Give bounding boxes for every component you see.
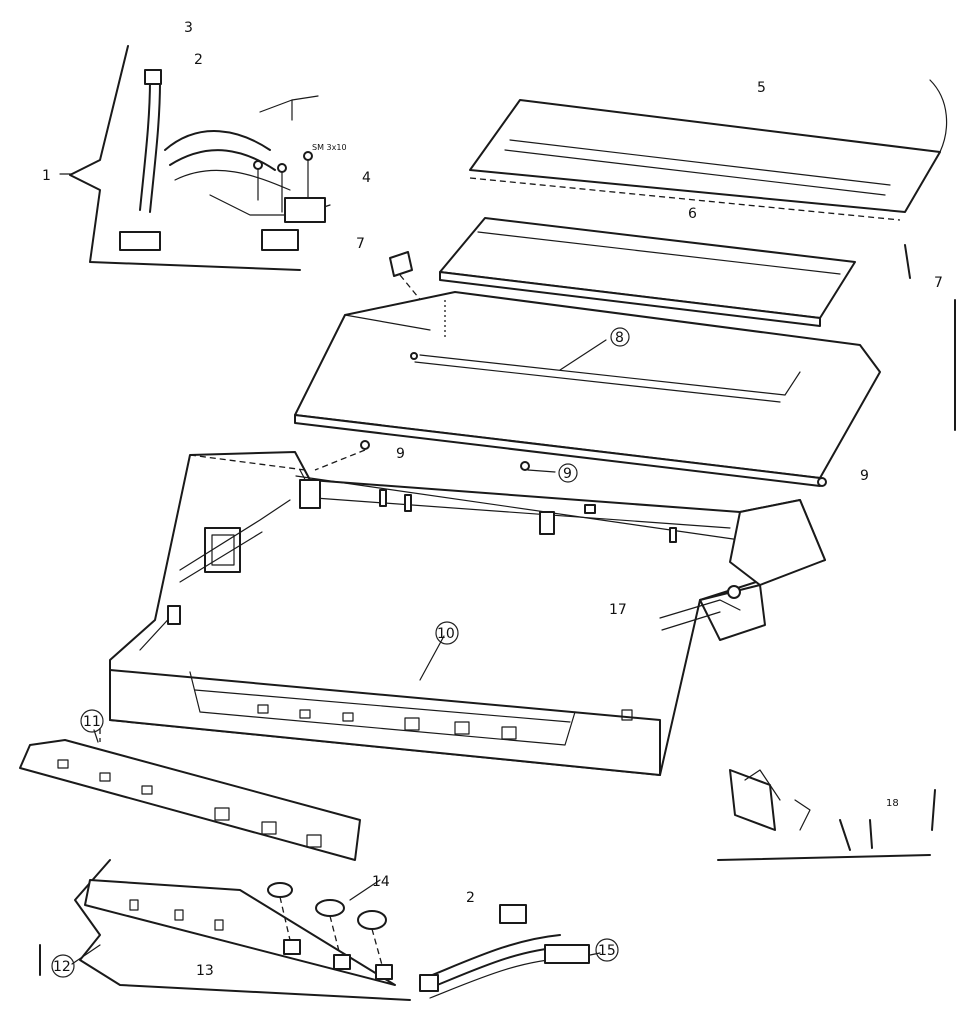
clips [129, 899, 224, 931]
screw-label: SM 3x10 [312, 143, 347, 152]
callout-5: 5 [757, 80, 766, 96]
svg-text:15: 15 [598, 943, 616, 959]
inset-harness-top: SM 3x10 [69, 45, 347, 271]
svg-text:1: 1 [42, 168, 51, 184]
callout-9-left: 9 [396, 446, 405, 462]
callout-9-mid: 9 [558, 463, 578, 483]
svg-text:5: 5 [757, 80, 766, 96]
callout-4: 4 [362, 170, 371, 186]
main-chassis [109, 451, 826, 776]
svg-text:9: 9 [563, 466, 572, 482]
callout-14: 14 [372, 874, 390, 890]
svg-text:2: 2 [466, 890, 475, 906]
callout-1: 1 [42, 168, 51, 184]
callout-2-bottom: 2 [466, 890, 475, 906]
svg-text:12: 12 [53, 959, 71, 975]
svg-text:4: 4 [362, 170, 371, 186]
callout-10: 10 [435, 621, 459, 645]
callout-17: 17 [609, 602, 627, 618]
callout-11: 11 [80, 709, 104, 733]
callout-12: 12 [51, 954, 75, 978]
front-strip-part [19, 728, 361, 861]
screw-group [253, 151, 313, 213]
top-cover-part [469, 79, 948, 221]
callout-7-right: 7 [934, 275, 943, 291]
buttons-14 [267, 882, 393, 980]
screws-9 [314, 440, 827, 487]
callout-13: 13 [196, 963, 214, 979]
callout-2-top: 2 [194, 52, 203, 68]
callout-8: 8 [610, 327, 630, 347]
inset-part-18 [717, 769, 936, 861]
callout-18: 18 [886, 798, 899, 809]
svg-text:17: 17 [609, 602, 627, 618]
svg-text:10: 10 [437, 626, 455, 642]
plate-part [294, 291, 881, 487]
svg-text:18: 18 [886, 798, 899, 809]
callout-3: 3 [184, 20, 193, 36]
svg-text:13: 13 [196, 963, 214, 979]
svg-text:2: 2 [194, 52, 203, 68]
panel-part [439, 217, 956, 431]
svg-text:6: 6 [688, 206, 697, 222]
leader-lines [59, 173, 607, 965]
svg-text:9: 9 [396, 446, 405, 462]
svg-text:8: 8 [615, 330, 624, 346]
svg-text:11: 11 [83, 714, 101, 730]
callout-7-left: 7 [356, 236, 365, 252]
svg-text:7: 7 [356, 236, 365, 252]
callout-labels: 1 2 3 4 5 6 7 7 8 9 9 9 10 11 12 13 14 2… [42, 20, 943, 979]
callout-6: 6 [688, 206, 697, 222]
svg-text:14: 14 [372, 874, 390, 890]
harness-bottom [419, 904, 590, 999]
inset-bottom [39, 859, 590, 1001]
svg-text:7: 7 [934, 275, 943, 291]
callout-9-right: 9 [860, 468, 869, 484]
callout-15: 15 [595, 938, 619, 962]
svg-text:9: 9 [860, 468, 869, 484]
svg-text:3: 3 [184, 20, 193, 36]
